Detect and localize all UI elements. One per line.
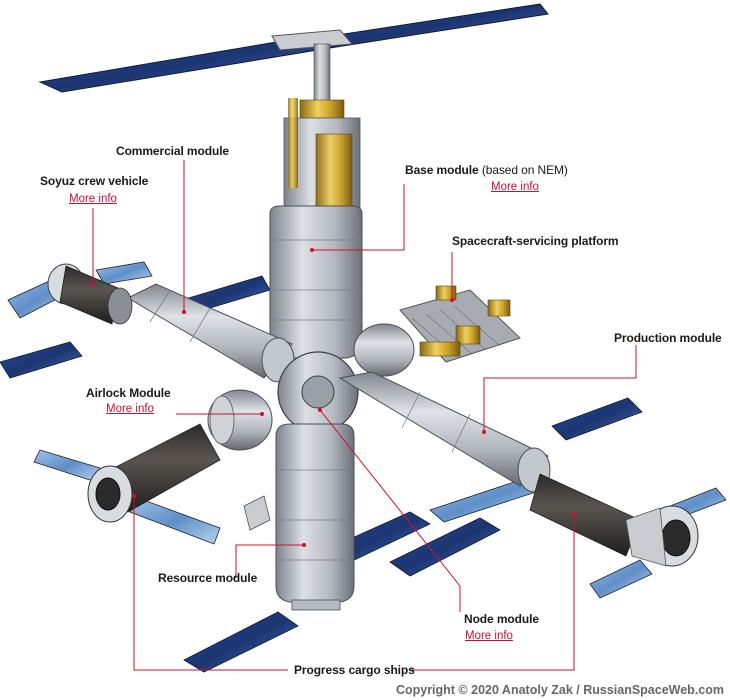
production-label-text: Production module	[614, 331, 722, 345]
base-module	[269, 98, 363, 359]
platform-label-text: Spacecraft-servicing platform	[452, 234, 619, 248]
leader-node	[319, 409, 461, 612]
leader-lines	[92, 160, 637, 671]
spacecraft-servicing-platform-label: Spacecraft-servicing platform	[452, 234, 619, 248]
airlock-module	[207, 389, 273, 451]
top-solar-array	[38, 3, 549, 105]
leader-production	[483, 345, 637, 432]
resource-module-label: Resource module	[158, 571, 257, 585]
leader-base	[312, 184, 405, 251]
node-label-text: Node module	[464, 612, 539, 626]
leader-progress-right	[410, 514, 575, 671]
resource-label-text: Resource module	[158, 571, 258, 585]
node-more-info-link[interactable]: More info	[465, 630, 513, 642]
progress-cargo-ships-label: Progress cargo ships	[294, 663, 415, 677]
resource-module	[275, 423, 355, 611]
progress-cargo-ship-right	[529, 473, 699, 567]
base-module-label-text: Base module	[405, 163, 479, 177]
node-module-label: Node module	[464, 612, 539, 626]
node-module	[277, 351, 359, 433]
soyuz-crew-vehicle	[47, 263, 133, 325]
airlock-module-label: Airlock Module	[86, 386, 171, 400]
commercial-module-label-text: Commercial module	[116, 144, 229, 158]
airlock-label-text: Airlock Module	[86, 386, 171, 400]
base-module-note: (based on NEM)	[481, 163, 568, 177]
radiator-panel	[243, 495, 271, 531]
progress-cargo-ship-left	[87, 423, 221, 523]
airlock-more-info-link[interactable]: More info	[106, 403, 154, 415]
copyright-notice: Copyright © 2020 Anatoly Zak / RussianSp…	[395, 683, 724, 697]
progress-label-text: Progress cargo ships	[294, 663, 415, 677]
soyuz-label: Soyuz crew vehicle	[40, 174, 148, 188]
soyuz-more-info-link[interactable]: More info	[69, 193, 117, 205]
leader-dots	[91, 248, 576, 547]
commercial-module-label: Commercial module	[116, 144, 229, 158]
base-module-label: Base module (based on NEM)	[405, 163, 568, 177]
base-more-info-link[interactable]: More info	[491, 181, 539, 193]
leader-resource	[235, 544, 304, 578]
spacecraft-servicing-platform	[399, 285, 521, 363]
leader-progress	[133, 496, 288, 671]
production-module-label: Production module	[614, 331, 722, 345]
soyuz-label-text: Soyuz crew vehicle	[40, 174, 149, 188]
platform-connector-module	[353, 323, 415, 377]
